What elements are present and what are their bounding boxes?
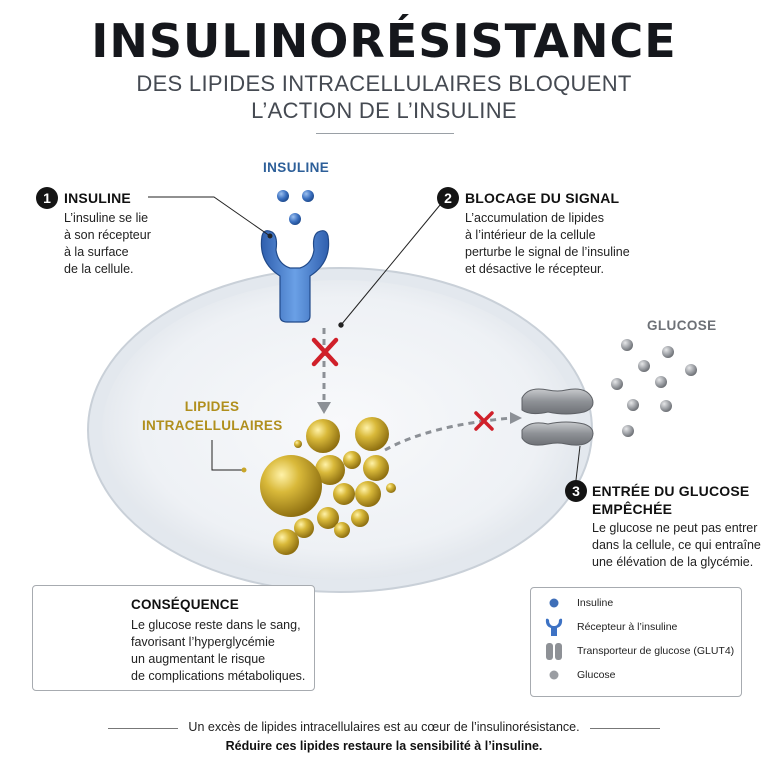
lipids-label-line-1: LIPIDES (184, 399, 240, 414)
lipid-droplets (260, 417, 396, 555)
step-1-text: L’insuline se lie à son récepteur à la s… (64, 210, 151, 278)
glut4-transporter (521, 388, 594, 446)
legend-item-glut4: Transporteur de glucose (GLUT4) (541, 639, 734, 663)
step-2-text: L’accumulation de lipides à l’intérieur … (465, 210, 630, 278)
insulin-molecules (277, 190, 314, 225)
step-2-title: BLOCAGE DU SIGNAL (465, 190, 620, 206)
lipids-label-line-2: INTRACELLULAIRES (142, 418, 283, 433)
footer-rule-right (590, 728, 660, 729)
insulin-dot-icon (541, 591, 567, 615)
receptor-icon (541, 615, 567, 639)
callout-lines (148, 196, 581, 481)
step-3-text: Le glucose ne peut pas entrer dans la ce… (592, 520, 761, 571)
subtitle-line-1: DES LIPIDES INTRACELLULAIRES BLOQUENT (136, 71, 632, 96)
legend-box (530, 587, 742, 697)
consequence-line: Le glucose reste dans le sang, (131, 618, 301, 632)
step-3-number: 3 (565, 480, 587, 502)
legend-item-receptor: Récepteur à l’insuline (541, 615, 734, 639)
consequence-title: CONSÉQUENCE (131, 597, 239, 612)
legend-label: Insuline (577, 597, 614, 609)
legend-label: Glucose (577, 669, 616, 681)
step-2-number: 2 (437, 187, 459, 209)
lipids-label: LIPIDES INTRACELLULAIRES (142, 397, 282, 435)
consequence-line: favorisant l’hyperglycémie (131, 635, 275, 649)
step-1-line: L’insuline se lie (64, 211, 149, 225)
legend-label: Transporteur de glucose (GLUT4) (577, 645, 735, 657)
footer-line-1: Un excès de lipides intracellulaires est… (188, 720, 580, 734)
legend-label: Récepteur à l’insuline (577, 621, 678, 633)
blocked-signal-arrow (317, 328, 331, 414)
consequence-box (32, 585, 315, 691)
step-1-line: à son récepteur (64, 228, 151, 242)
title-divider (316, 133, 454, 134)
step-3-title: ENTRÉE DU GLUCOSE EMPÊCHÉE (592, 482, 749, 518)
subtitle-line-2: L’ACTION DE L’INSULINE (251, 98, 517, 123)
step-1-title: INSULINE (64, 190, 131, 206)
cell (87, 267, 593, 593)
step-2-line: et désactive le récepteur. (465, 262, 604, 276)
consequence-text: Le glucose reste dans le sang, favorisan… (131, 617, 305, 685)
footer-rule-left (108, 728, 178, 729)
step-2-line: L’accumulation de lipides (465, 211, 604, 225)
insulin-receptor (260, 230, 330, 323)
legend-item-insulin: Insuline (541, 591, 734, 615)
step-2-line: perturbe le signal de l’insuline (465, 245, 630, 259)
page-title: INSULINORÉSISTANCE (91, 14, 677, 68)
insulin-label: INSULINE (263, 160, 330, 175)
transport-block-icon (474, 411, 494, 431)
step-1-line: de la cellule. (64, 262, 134, 276)
blocked-glucose-path (384, 412, 522, 452)
step-1-line: à la surface (64, 245, 129, 259)
glucose-molecules (611, 339, 697, 437)
legend-item-glucose: Glucose (541, 663, 734, 687)
glucose-label: GLUCOSE (647, 318, 717, 333)
footer-line-2: Réduire ces lipides restaure la sensibil… (225, 739, 543, 753)
legend: Insuline Récepteur à l’insuline Transpor… (541, 591, 734, 687)
consequence-line: de complications métaboliques. (131, 669, 306, 683)
step-2-line: à l’intérieur de la cellule (465, 228, 596, 242)
step-1-number: 1 (36, 187, 58, 209)
step-3-line: dans la cellule, ce qui entraîne (592, 538, 761, 552)
step-3-title-line-2: EMPÊCHÉE (592, 501, 673, 517)
page-subtitle: DES LIPIDES INTRACELLULAIRES BLOQUENT L’… (0, 70, 768, 124)
signal-block-icon (311, 337, 339, 367)
step-3-line: Le glucose ne peut pas entrer (592, 521, 758, 535)
glut4-transporter-icon (541, 639, 567, 663)
step-3-line: une élévation de la glycémie. (592, 555, 754, 569)
consequence-line: un augmentant le risque (131, 652, 266, 666)
glucose-dot-icon (541, 663, 567, 687)
step-3-title-line-1: ENTRÉE DU GLUCOSE (592, 483, 750, 499)
